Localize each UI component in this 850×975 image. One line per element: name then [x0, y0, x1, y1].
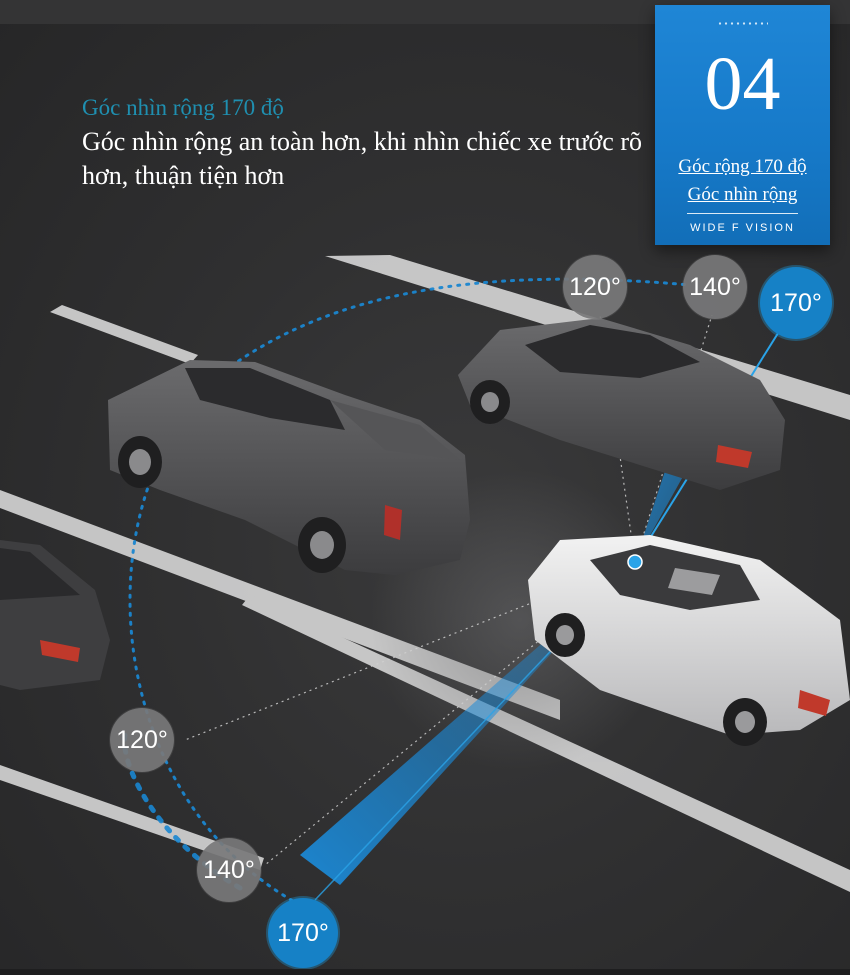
- badge-line-1: Góc rộng 170 độ: [678, 156, 807, 177]
- angle-marker-top-140: 140°: [683, 255, 747, 319]
- dark-sedan-top: [458, 318, 785, 490]
- badge-rule: [687, 213, 798, 214]
- angle-marker-top-170: 170°: [760, 267, 832, 339]
- heading-description: Góc nhìn rộng an toàn hơn, khi nhìn chiế…: [82, 127, 643, 190]
- pickup-truck: [108, 360, 470, 575]
- badge-line-2: Góc nhìn rộng: [687, 184, 798, 205]
- heading-block: Góc nhìn rộng 170 độ Góc nhìn rộng an to…: [82, 93, 642, 193]
- angle-marker-left-120: 120°: [110, 708, 174, 772]
- camera-point-icon: [627, 554, 643, 570]
- angle-marker-top-120: 120°: [563, 255, 627, 319]
- angle-marker-left-170: 170°: [268, 898, 338, 968]
- bottom-strip: [0, 969, 850, 975]
- feature-badge: 04 Góc rộng 170 độ Góc nhìn rộng WIDE F …: [655, 5, 830, 245]
- badge-caption: WIDE F VISION: [690, 222, 795, 234]
- heading-subtitle: Góc nhìn rộng 170 độ: [82, 95, 284, 120]
- dark-sedan-left: [0, 540, 110, 690]
- badge-dots: [717, 22, 768, 25]
- badge-number: 04: [704, 42, 781, 126]
- angle-marker-left-140: 140°: [197, 838, 261, 902]
